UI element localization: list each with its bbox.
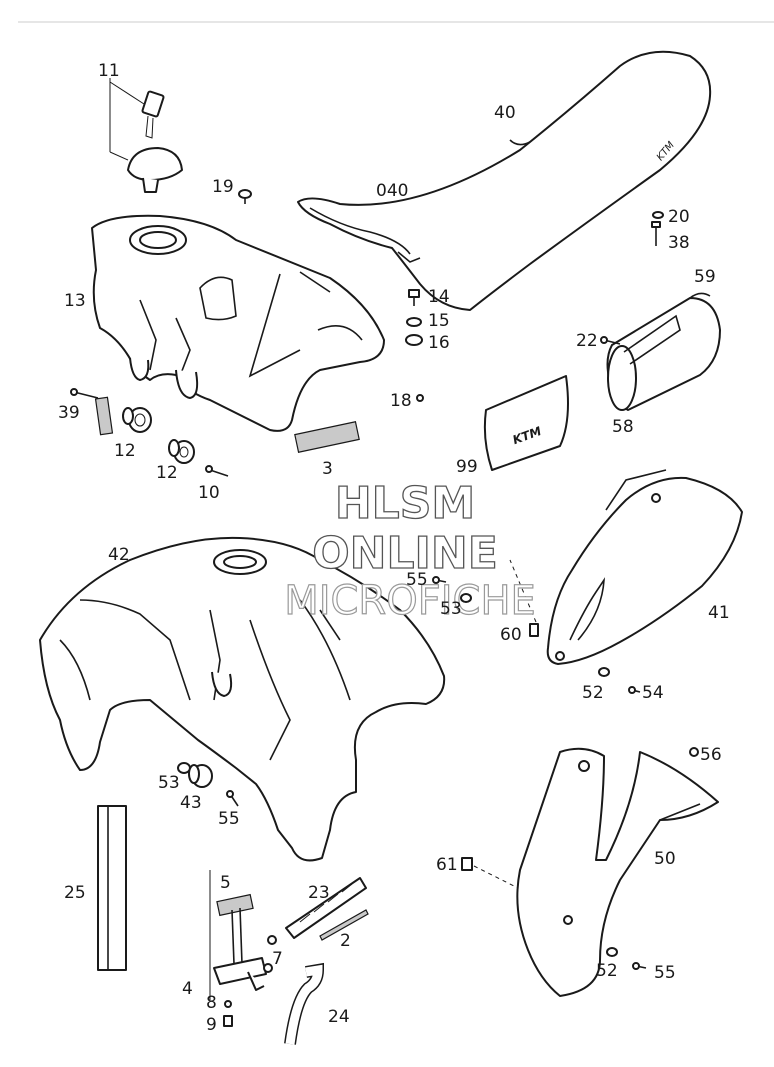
callout-43: 43: [180, 793, 202, 813]
nut-18: [416, 394, 424, 402]
callout-55b: 55: [218, 809, 240, 829]
callout-59: 59: [694, 267, 716, 287]
toolbox-58: [606, 297, 721, 411]
fuel-cap-and-key: [109, 78, 183, 193]
callout-14: 14: [428, 287, 450, 307]
callout-20: 20: [668, 207, 690, 227]
watermark-line3: MICROFICHE: [284, 578, 536, 624]
decal-99: KTM: [483, 375, 569, 471]
callout-42: 42: [108, 545, 130, 565]
grommet-12a: [122, 407, 152, 433]
foam-25: [97, 805, 127, 971]
bolt-14: [408, 289, 420, 306]
callout-53b: 53: [158, 773, 180, 793]
callout-56: 56: [700, 745, 722, 765]
callout-52b: 52: [596, 961, 618, 981]
washer-20: [652, 211, 664, 219]
callout-52a: 52: [582, 683, 604, 703]
callout-18: 18: [390, 391, 412, 411]
callout-labels: 11 19 13 39 12 12 10 3 40 040 20 38 14 1…: [58, 61, 730, 1035]
screw-39: [70, 388, 114, 436]
filter-23: [285, 877, 367, 939]
callout-line-11b: [109, 81, 145, 105]
callout-3: 3: [322, 459, 333, 479]
screw-55b: [226, 790, 239, 807]
nut-56: [689, 747, 699, 757]
callout-11: 11: [98, 61, 120, 81]
callout-61: 61: [436, 855, 458, 875]
washer-52b: [606, 947, 618, 957]
callout-19: 19: [212, 177, 234, 197]
callout-39: 39: [58, 403, 80, 423]
fuel-tank-13: [91, 214, 385, 432]
side-cover-41: [546, 469, 743, 665]
callout-22: 22: [576, 331, 598, 351]
watermark-line2: ONLINE: [312, 528, 498, 579]
callout-16: 16: [428, 333, 450, 353]
callout-40: 40: [494, 103, 516, 123]
callout-15: 15: [428, 311, 450, 331]
fuel-tap: [209, 870, 273, 1027]
callout-24: 24: [328, 1007, 350, 1027]
fuel-cap-stem: [142, 177, 159, 193]
watermark-line1: HLSM: [335, 478, 475, 529]
clip-61: [461, 857, 473, 871]
callout-4: 4: [182, 979, 193, 999]
screw-55a: [432, 576, 447, 584]
screw-19: [238, 189, 252, 204]
dash-61: [473, 865, 519, 889]
clamp-7: [267, 935, 277, 945]
bolt-38: [651, 221, 661, 246]
clip-60: [529, 623, 539, 637]
washer-53a: [460, 593, 472, 603]
callout-38: 38: [668, 233, 690, 253]
callout-9: 9: [206, 1015, 217, 1035]
callout-23: 23: [308, 883, 330, 903]
callout-50: 50: [654, 849, 676, 869]
washer-15: [406, 317, 422, 327]
callout-040: 040: [376, 181, 408, 201]
callout-5: 5: [220, 873, 231, 893]
hose-24-inner: [285, 964, 323, 1045]
dash-60: [509, 559, 537, 623]
strap-59: [689, 292, 711, 299]
callout-7: 7: [272, 949, 283, 969]
callout-60: 60: [500, 625, 522, 645]
callout-8: 8: [206, 993, 217, 1013]
washer-52a: [598, 667, 610, 677]
fuel-tank-42: [39, 536, 446, 862]
strip-3: [294, 421, 360, 453]
spring-2: [319, 909, 369, 941]
callout-53a: 53: [440, 599, 462, 619]
callout-55c: 55: [654, 963, 676, 983]
callout-54: 54: [642, 683, 664, 703]
grommet-12b: [168, 439, 195, 464]
callout-13: 13: [64, 291, 86, 311]
callout-58: 58: [612, 417, 634, 437]
screw-10: [205, 465, 229, 477]
callout-10: 10: [198, 483, 220, 503]
callout-99: 99: [456, 457, 478, 477]
key-blade: [145, 115, 154, 139]
screw-54: [628, 686, 641, 694]
screw-55c: [632, 962, 647, 970]
callout-25: 25: [64, 883, 86, 903]
callout-line-11c: [109, 151, 129, 161]
callout-2: 2: [340, 931, 351, 951]
callout-41: 41: [708, 603, 730, 623]
callout-12a: 12: [114, 441, 136, 461]
washer-16: [405, 334, 423, 346]
fuel-cap: [127, 147, 183, 181]
screw-22: [600, 336, 621, 345]
side-panel-50: [516, 747, 719, 997]
key: [141, 90, 165, 118]
callout-12b: 12: [156, 463, 178, 483]
seat-40: KTM: [297, 50, 712, 311]
callout-55a: 55: [406, 570, 428, 590]
grommet-43: [188, 764, 213, 788]
